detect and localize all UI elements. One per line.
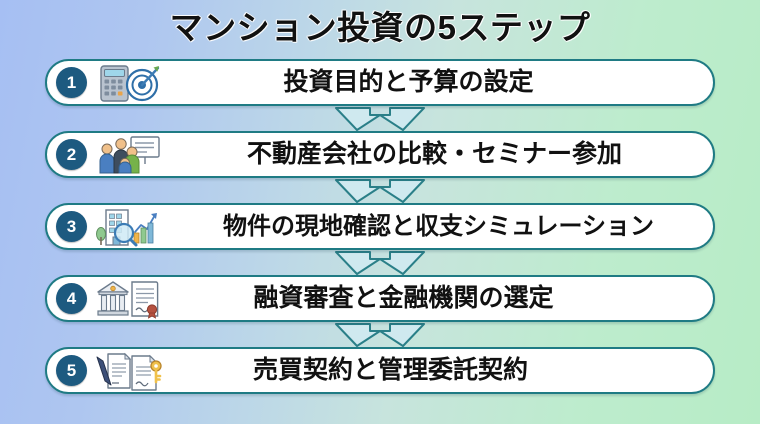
page-title: マンション投資の5ステップ [169, 9, 591, 46]
down-arrow-icon [335, 179, 425, 203]
step-item-2: 2 [45, 131, 715, 178]
step-card-3[interactable]: 3 [45, 203, 715, 250]
step-number-badge-2: 2 [56, 139, 87, 170]
step-icons-1 [94, 61, 166, 105]
step-icons-2 [94, 133, 166, 177]
step-icons-4 [94, 277, 166, 321]
step-card-2[interactable]: 2 [45, 131, 715, 178]
step-item-4: 4 [45, 275, 715, 322]
step-number-badge-1: 1 [56, 67, 87, 98]
step-number-badge-3: 3 [56, 211, 87, 242]
step-label-2: 不動産会社の比較・セミナー参加 [246, 140, 622, 168]
step-icons-5 [94, 349, 166, 393]
down-arrow-icon [335, 323, 425, 347]
document-pen-icon [96, 352, 132, 389]
down-arrow-icon [335, 251, 425, 275]
connector-4-5 [45, 322, 715, 347]
step-label-4: 融資審査と金融機関の選定 [253, 284, 554, 312]
calculator-icon [100, 64, 129, 102]
bank-icon [97, 280, 129, 316]
step-item-5: 5 [45, 347, 715, 394]
step-item-3: 3 [45, 203, 715, 250]
step-card-4[interactable]: 4 [45, 275, 715, 322]
down-arrow-icon [335, 107, 425, 131]
step-label-3: 物件の現地確認と収支シミュレーション [222, 212, 655, 240]
step-label-1: 投資目的と予算の設定 [283, 68, 534, 96]
document-key-icon [131, 354, 162, 391]
steps-list: 1 [45, 59, 715, 394]
step-card-1[interactable]: 1 [45, 59, 715, 106]
bar-chart-icon [133, 212, 157, 243]
step-icons-3 [94, 205, 166, 249]
connector-1-2 [45, 106, 715, 131]
step-number-badge-4: 4 [56, 283, 87, 314]
step-card-5[interactable]: 5 [45, 347, 715, 394]
people-handshake-icon [99, 137, 140, 173]
connector-2-3 [45, 178, 715, 203]
step-label-5: 売買契約と管理委託契約 [252, 356, 528, 384]
step-number-badge-5: 5 [56, 355, 87, 386]
target-dartboard-icon [125, 65, 160, 101]
step-item-1: 1 [45, 59, 715, 106]
magnifier-icon [113, 222, 138, 246]
connector-3-4 [45, 250, 715, 275]
certificate-seal-icon [131, 280, 159, 319]
